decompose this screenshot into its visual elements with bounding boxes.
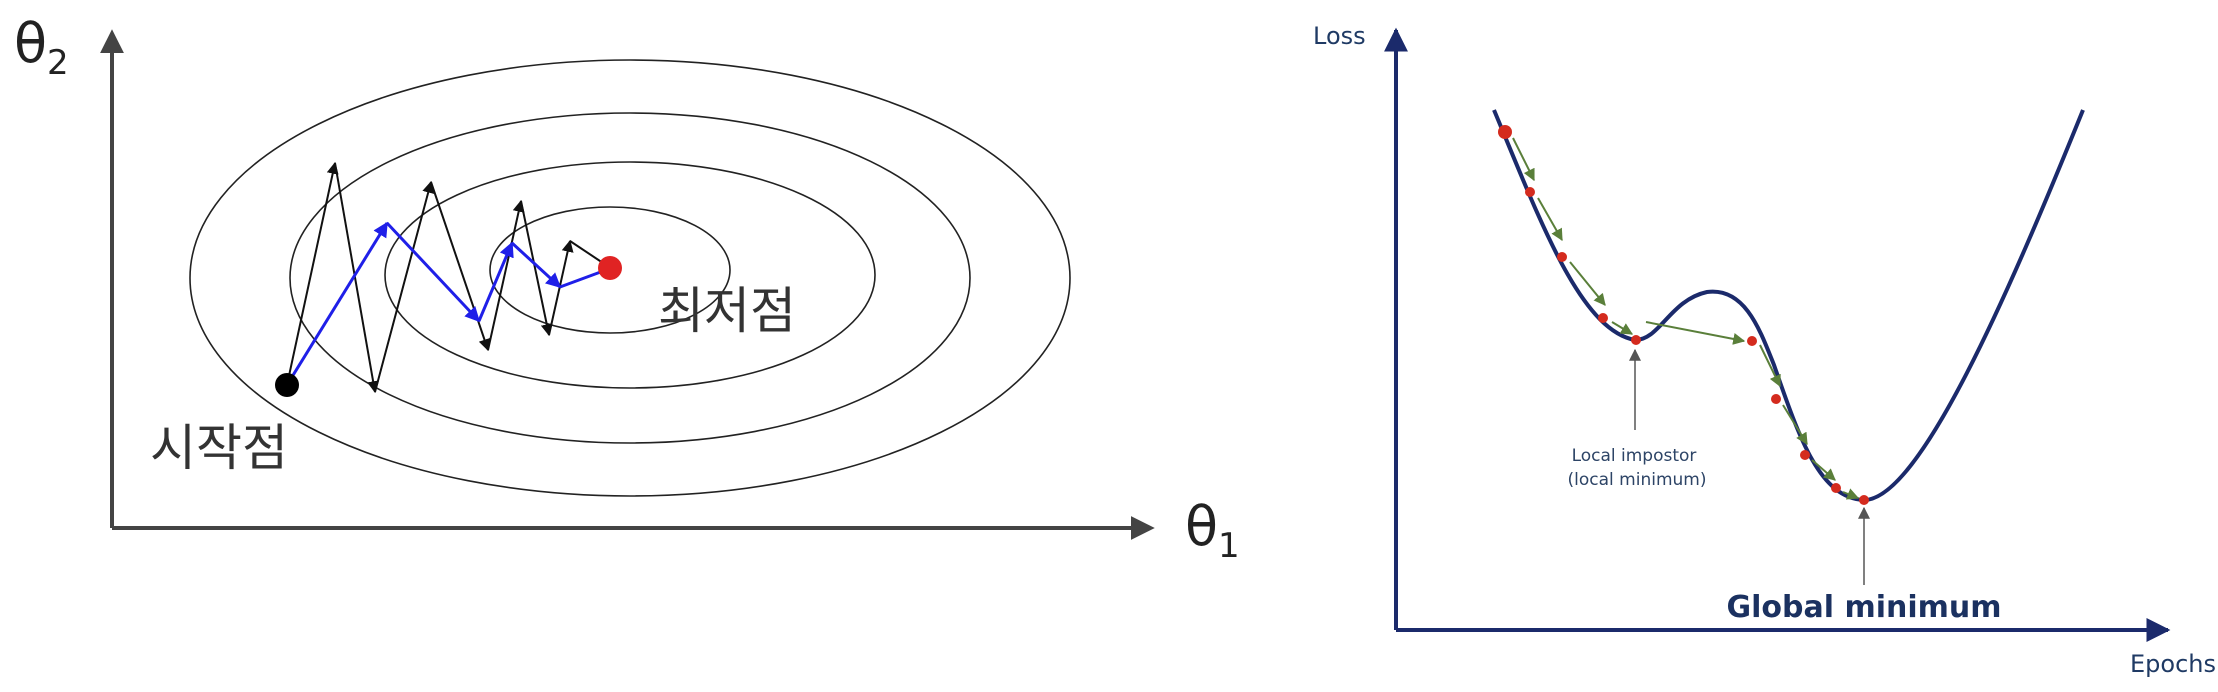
- optimum-label: 최저점: [658, 282, 796, 340]
- contour-diagram: θ2 θ1 시작점: [14, 12, 1240, 566]
- descent-path: [285, 221, 607, 386]
- global-minimum-label: Global minimum: [1726, 590, 2001, 625]
- step-point: [1498, 125, 1512, 139]
- step-point: [1859, 495, 1869, 505]
- step-point: [1557, 252, 1567, 262]
- step-point: [1598, 313, 1608, 323]
- step-point: [1525, 187, 1535, 197]
- loss-curve: [1492, 109, 2085, 503]
- loss-axis-label: Loss: [1313, 22, 1366, 50]
- contour-ring-2: [289, 112, 971, 444]
- step-point: [1631, 335, 1641, 345]
- step-arrows: [1512, 137, 1860, 500]
- theta1-axis-label: θ1: [1185, 495, 1240, 566]
- epochs-axis-label: Epochs: [2130, 650, 2216, 678]
- contour-ring-4: [489, 206, 731, 334]
- contour-ring-3: [384, 161, 876, 389]
- step-point: [1771, 394, 1781, 404]
- theta2-axis-label: θ2: [14, 12, 69, 83]
- local-minimum-label-sub: (local minimum): [1568, 470, 1707, 490]
- loss-diagram: Loss Epochs: [1313, 22, 2216, 678]
- oscillating-steps: [286, 161, 607, 394]
- start-point: [275, 373, 299, 397]
- step-points: [1498, 125, 1869, 505]
- start-point-label: 시작점: [150, 419, 288, 477]
- step-point: [1831, 483, 1841, 493]
- optimum-point: [598, 256, 622, 280]
- local-minimum-label: Local impostor: [1572, 446, 1697, 466]
- step-point: [1747, 336, 1757, 346]
- step-point: [1800, 450, 1810, 460]
- contour-ring-1: [189, 59, 1071, 497]
